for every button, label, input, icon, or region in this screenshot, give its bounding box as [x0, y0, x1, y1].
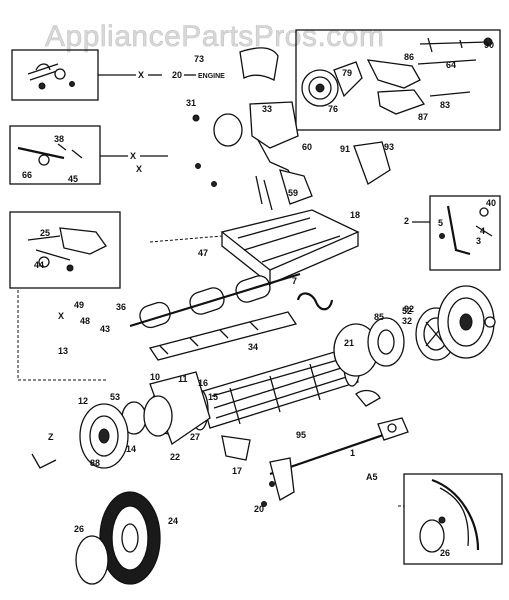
part-number: 49: [74, 300, 84, 310]
part-number: 36: [116, 302, 126, 312]
callout-mark-x-2: X: [130, 151, 136, 161]
part-number: 22: [170, 452, 180, 462]
part-number: 18: [350, 210, 360, 220]
engine-label: ENGINE: [198, 73, 225, 80]
part-number: 2: [404, 216, 409, 226]
callout-box-left-middle: X: [9, 125, 168, 185]
callout-mark-x-1: X: [138, 70, 144, 80]
part-number: 79: [342, 68, 352, 78]
axle-assembly: [221, 389, 409, 507]
part-number: 86: [404, 52, 414, 62]
part-number: 20: [254, 504, 264, 514]
part-number: 14: [126, 444, 136, 454]
part-number: 40: [486, 198, 496, 208]
engine-parts-cluster: [192, 101, 391, 211]
part-number: 83: [440, 100, 450, 110]
part-number: 31: [186, 98, 196, 108]
spring-clip: [296, 292, 334, 311]
part-number: 21: [344, 338, 354, 348]
part-number: 32: [402, 316, 412, 326]
part-number: 26: [74, 524, 84, 534]
part-number: 5: [438, 218, 443, 228]
part-number: 91: [340, 144, 350, 154]
part-number: 93: [384, 142, 394, 152]
part-number: 7: [292, 276, 297, 286]
part-number: 48: [80, 316, 90, 326]
part-label: 20: [172, 70, 182, 80]
part-number: 13: [58, 346, 68, 356]
part-number: 53: [110, 392, 120, 402]
part-number: 24: [168, 516, 178, 526]
left-side-gear-assembly: [79, 371, 211, 469]
dashed-leader-left: [17, 290, 106, 381]
rear-housing-plate: [220, 209, 360, 271]
part-number: 11: [178, 374, 188, 384]
part-number: 60: [302, 142, 312, 152]
top-cover-part: [239, 47, 279, 81]
part-number: 38: [54, 134, 64, 144]
part-number: 95: [296, 430, 306, 440]
z-arrow-mark: [31, 453, 57, 469]
dashed-leader-mid: [149, 235, 223, 243]
part-number: 66: [22, 170, 32, 180]
part-number: 44: [34, 260, 44, 270]
callout-box-right: [412, 195, 501, 271]
part-number: 10: [150, 372, 160, 382]
callout-mark-x-3: X: [58, 311, 64, 321]
part-number: 33: [262, 104, 272, 114]
part-number: 85: [374, 312, 384, 322]
part-number-labels: 73 79 76 90 64 86 83 87 31 33 59 60 91 9…: [22, 40, 496, 558]
part-number: 3: [476, 236, 481, 246]
part-number: 1: [350, 448, 355, 458]
part-number: 27: [190, 432, 200, 442]
part-number: 12: [78, 396, 88, 406]
callout-mark-x-4: X: [136, 164, 142, 174]
part-number: 90: [484, 40, 494, 50]
part-number: 17: [232, 466, 242, 476]
callout-box-bottom-right: [403, 473, 503, 565]
part-number: 26: [440, 548, 450, 558]
other-label-a5: A5: [366, 472, 378, 482]
large-wheel: [75, 491, 161, 585]
part-number: 43: [100, 324, 110, 334]
part-number: 34: [248, 342, 258, 352]
cutter-bar: [148, 311, 298, 361]
watermark-text: AppliancePartsPros.com: [45, 20, 384, 53]
callout-box-top-left: X: [11, 49, 162, 101]
part-number: 45: [68, 174, 78, 184]
right-side-gear-assembly: [333, 285, 496, 377]
callout-mark-z: Z: [48, 432, 54, 442]
part-number: 16: [198, 378, 208, 388]
part-number: 64: [446, 60, 456, 70]
part-number: 25: [40, 228, 50, 238]
part-number: 59: [288, 188, 298, 198]
callout-box-left-lower: [9, 211, 121, 289]
part-number: 73: [194, 54, 204, 64]
part-number: 47: [198, 248, 208, 258]
part-number: 15: [208, 392, 218, 402]
part-number: 92: [404, 304, 414, 314]
part-number: 52: [402, 306, 412, 316]
part-number: 4: [480, 226, 485, 236]
part-number: 88: [90, 458, 100, 468]
roller-cylinders: [129, 272, 301, 329]
callout-box-top-right: [295, 29, 501, 131]
part-number: 76: [328, 104, 338, 114]
part-number: 87: [418, 112, 428, 122]
